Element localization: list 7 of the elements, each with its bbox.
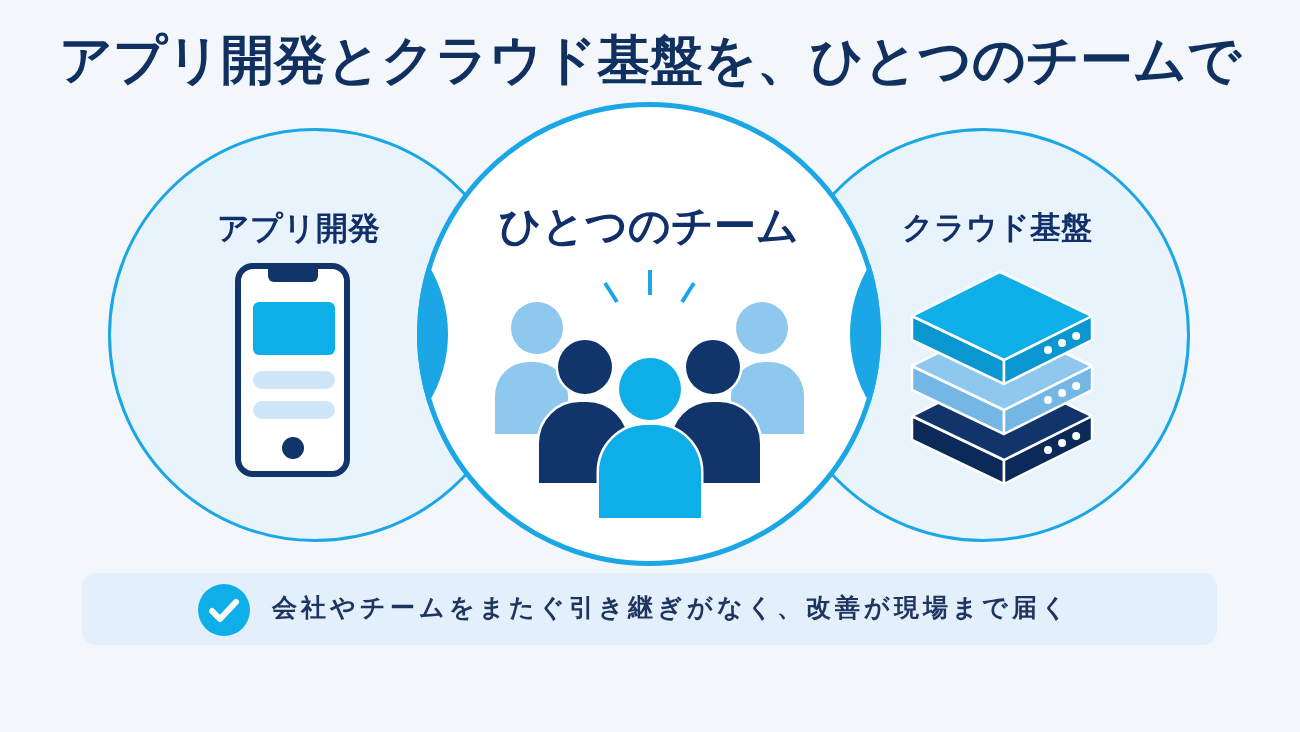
circle-label: アプリ開発 xyxy=(216,208,380,248)
banner-text: 会社やチームをまたぐ引き継ぎがなく、改善が現場まで届く xyxy=(272,593,1071,623)
circle xyxy=(417,102,881,566)
note-banner xyxy=(82,573,1217,645)
title: アプリ開発とクラウド基盤を、ひとつのチームで xyxy=(59,28,1241,92)
circle-label: クラウド基盤 xyxy=(902,209,1092,247)
circle-label: ひとつのチーム xyxy=(499,200,799,252)
